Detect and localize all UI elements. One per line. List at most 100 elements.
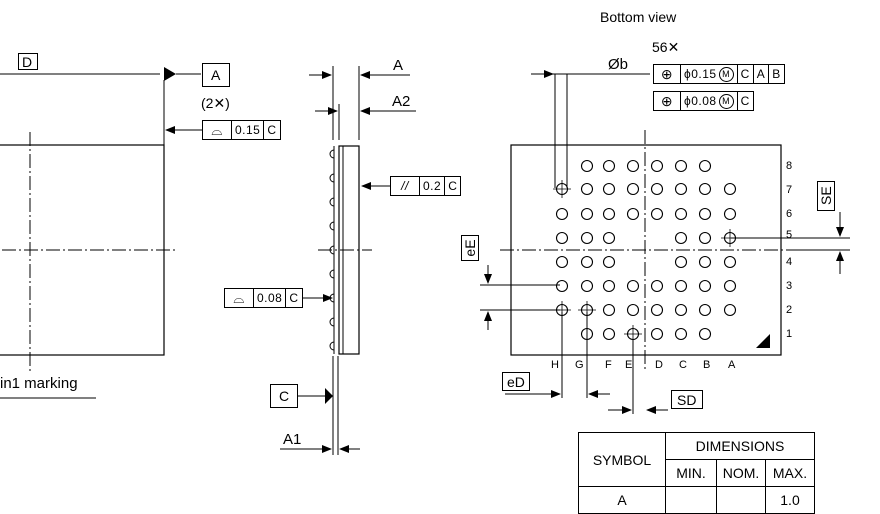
ball [674,327,688,341]
ball [626,159,640,173]
ball [698,279,712,293]
ball [723,207,737,221]
pin1-marking-label: in1 marking [0,375,78,392]
table-cell [716,486,766,514]
row-label: 6 [786,208,793,220]
dim-a-label: A [393,57,404,74]
ball [650,207,664,221]
row-label: 2 [786,304,793,316]
ball [602,231,616,245]
ball [580,159,594,173]
ball-grid [553,159,739,343]
ball [602,182,616,196]
ball [602,159,616,173]
tolerance-datum: A [754,65,770,83]
ball [650,182,664,196]
row-label: 8 [786,160,793,172]
ball [650,159,664,173]
ball [650,279,664,293]
tolerance-datum: C [740,94,750,108]
ball-diameter-label: Øb [608,56,629,73]
col-label: H [551,359,559,371]
col-label: F [605,359,612,371]
tolerance-datum: C [267,123,277,137]
ball [580,255,594,269]
profile-tolerance-side: ⌓ 0.08 C [224,288,303,308]
row-label: 3 [786,280,793,292]
datum-c-box [270,384,298,408]
col-label: E [625,359,633,371]
col-label: G [575,359,584,371]
tolerance-value: 0.2 [420,177,446,195]
parallelism-tolerance: // 0.2 C [390,176,462,196]
ball [602,327,616,341]
datum-a-box [202,63,230,87]
tolerance-datum: C [289,291,299,305]
ball [626,279,640,293]
ball [698,207,712,221]
ball [602,207,616,221]
tolerance-value: 0.15 [232,121,265,139]
top-view [0,67,202,399]
table-cell-max: 1.0 [765,486,815,514]
ball [602,255,616,269]
ball [626,303,640,317]
datum-d-label: D [22,54,33,70]
profile-tolerance-top: ⌓ 0.15 C [202,120,281,140]
ball [674,279,688,293]
ball [602,303,616,317]
position-tolerance-2: ⊕ ϕ0.08 M C [653,91,754,111]
ball [723,303,737,317]
parallel-icon: // [391,177,420,195]
mmc-modifier: M [718,93,734,109]
side-ball [329,317,335,327]
pin1-marker [756,334,770,348]
se-box [817,181,835,211]
ee-box [461,235,479,261]
bottom-view-title: Bottom view [600,9,677,25]
ball [723,182,737,196]
tolerance-datum: C [448,179,458,193]
side-ball [329,269,335,279]
sd-box [671,390,703,409]
tolerance-datum: B [772,67,781,81]
datum-c-label: C [279,388,290,404]
ball [555,279,569,293]
ball [723,279,737,293]
col-label: B [703,359,711,371]
ball [698,159,712,173]
row-label: 1 [786,328,793,340]
side-ball [329,149,335,159]
min-header: MIN. [665,459,717,487]
ed-label: eD [507,374,525,390]
ee-label: eE [462,239,478,257]
ball [580,182,594,196]
max-header: MAX. [765,459,815,487]
ball [555,255,569,269]
position-icon: ⊕ [654,92,681,110]
ball-count-label: 56✕ [652,39,680,55]
sd-label: SD [677,392,697,408]
ball [698,255,712,269]
ball [650,303,664,317]
ball [580,279,594,293]
ball [698,231,712,245]
position-tolerance-1: ⊕ ϕ0.15 M C A B [653,64,785,84]
datum-a-label: A [211,67,221,83]
package-drawing [0,66,850,455]
side-ball [329,221,335,231]
symbol-header: SYMBOL [578,432,666,487]
ball [674,207,688,221]
col-label: D [655,359,663,371]
col-label: C [679,359,687,371]
datum-d-box [18,53,38,70]
ball [626,207,640,221]
col-label: A [728,359,736,371]
tolerance-value: ϕ0.08 M [681,92,738,110]
side-view-balls [329,149,335,351]
dimensions-table: SYMBOL DIMENSIONS MIN. NOM. MAX. A 1.0 [578,432,815,514]
profile-icon: ⌓ [203,121,232,139]
ball [580,231,594,245]
ball [698,303,712,317]
row-label: 7 [786,184,793,196]
